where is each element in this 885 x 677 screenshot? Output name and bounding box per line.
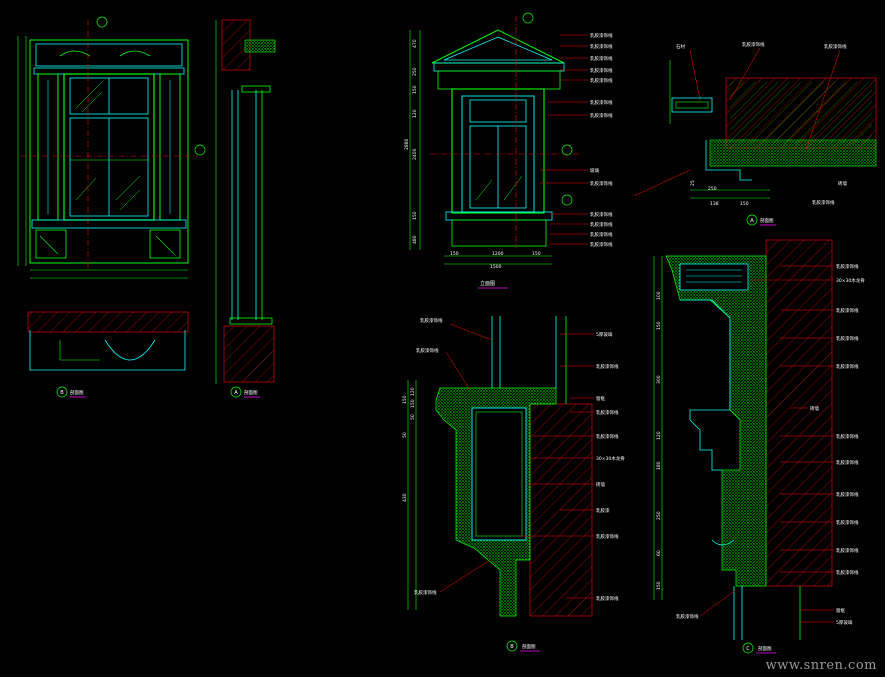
sc-dim-6: 60 [656,550,662,556]
sb-r-2: 窗框 [596,395,605,402]
section-c-marker: C [746,646,750,652]
da-l-3: 砖墙 [838,180,847,187]
da-dim-3: 25 [690,180,696,186]
sc-r-4: 乳胶漆饰线 [836,363,859,370]
pl-8: 乳胶漆饰线 [590,180,613,187]
pd-v-6: 480 [412,235,418,244]
pl-5: 乳胶漆饰线 [590,99,613,106]
sc-r-3: 乳胶漆饰线 [836,335,859,342]
sc-r-6: 乳胶漆饰线 [836,433,859,440]
pd-h-3: 1500 [490,264,502,270]
left-window-elevation [17,16,206,279]
sc-r-7: 乳胶漆饰线 [836,459,859,466]
pl-0: 乳胶漆饰线 [590,32,613,39]
sb-r-1: 乳胶漆饰线 [596,363,619,370]
section-b: 50 50 150 120 150 430 5厚玻璃 乳胶漆饰线 窗框 乳胶漆饰… [402,316,625,652]
pl-6: 乳胶漆饰线 [590,112,613,119]
sb-r-6: 砖墙 [596,481,605,488]
sc-r-13: 5厚玻璃 [836,619,853,626]
da-l-0: 石材 [676,43,685,50]
pd-v-2: 150 [412,85,418,94]
sb-r-9: 乳胶漆饰线 [596,595,619,602]
pl-2: 乳胶漆饰线 [590,55,613,62]
pl-9: 乳胶漆饰线 [590,211,613,218]
sb-r-4: 乳胶漆饰线 [596,433,619,440]
sc-dim-7: 150 [656,581,662,590]
pediment-vertical-dims: 470 250 150 2880 2400 150 480 120 [404,39,418,244]
pd-v-0: 470 [412,39,418,48]
sc-l-0: 乳胶漆饰线 [676,613,699,620]
sc-r-10: 乳胶漆饰线 [836,547,859,554]
sc-r-9: 乳胶漆饰线 [836,519,859,526]
pl-3: 乳胶漆饰线 [590,67,613,74]
detail-a-marker: A [750,218,754,224]
elevation-title: 立面图 [480,280,495,287]
sb-r-8: 乳胶漆饰线 [596,533,619,540]
pd-h-0: 150 [450,251,459,257]
da-l-4: 乳胶漆饰线 [812,199,835,206]
sb-r-3: 乳胶漆饰线 [596,409,619,416]
sc-dim-0: 100 [656,291,662,300]
section-c: 100 150 300 120 180 250 60 150 乳胶漆饰线 30×… [653,239,865,654]
sc-r-11: 乳胶漆饰线 [836,569,859,576]
sb-r-0: 5厚玻璃 [596,331,613,338]
da-dim-1: 150 [740,201,749,207]
da-dim-2: 250 [708,186,717,192]
plan-left-marker: B [60,390,64,396]
sb-r-5: 30×30木龙骨 [596,455,625,462]
pl-11: 乳胶漆饰线 [590,231,613,238]
sb-dim-3: 120 [410,387,416,396]
pediment-horizontal-dims: 150 1200 150 1500 [450,251,541,270]
sc-r-2: 乳胶漆饰线 [836,307,859,314]
section-b-marker: B [510,644,514,650]
detail-a: 138 150 250 25 石材 乳胶漆饰线 乳胶漆饰线 砖墙 乳胶漆饰线 A… [633,41,877,226]
pl-12: 乳胶漆饰线 [590,241,613,248]
sc-r-1: 30×30木龙骨 [836,277,865,284]
sc-r-8: 乳胶漆饰线 [836,491,859,498]
pd-v-5: 150 [412,211,418,220]
sc-dim-4: 180 [656,461,662,470]
sb-dim-4: 150 [402,395,408,404]
sc-r-12: 窗框 [836,607,845,614]
pl-4: 乳胶漆饰线 [590,77,613,84]
sb-dim-2: 150 [410,399,416,408]
pd-h-1: 1200 [492,251,504,257]
da-l-2: 乳胶漆饰线 [824,43,847,50]
plan-left-title: 剖面图 [70,389,84,396]
sb-dim-0: 50 [402,432,408,438]
sc-dim-5: 250 [656,511,662,520]
sb-dim-1: 50 [410,414,416,420]
pd-v-4: 2400 [412,148,418,160]
pd-v-3: 2880 [404,138,410,150]
pl-10: 乳胶漆饰线 [590,221,613,228]
detail-a-title: 剖面图 [760,217,774,224]
left-plan-detail: B 剖面图 [27,311,189,398]
pd-h-2: 150 [532,251,541,257]
sc-dim-1: 150 [656,321,662,330]
section-c-title: 剖面图 [758,645,772,652]
left-vertical-section: A 剖面图 [215,19,276,398]
pl-7: 玻璃 [590,167,599,174]
sc-dim-3: 120 [656,431,662,440]
da-l-1: 乳胶漆饰线 [742,41,765,48]
section-left-title: 剖面图 [244,389,258,396]
watermark: www.snren.com [765,658,877,673]
pd-v-7: 120 [412,109,418,118]
pediment-leaders: 乳胶漆饰线 乳胶漆饰线 乳胶漆饰线 乳胶漆饰线 乳胶漆饰线 乳胶漆饰线 乳胶漆饰… [540,32,613,248]
sc-r-0: 乳胶漆饰线 [836,263,859,270]
sc-dim-2: 300 [656,375,662,384]
sb-l-2: 乳胶漆饰线 [414,589,437,596]
section-b-title: 剖面图 [522,643,536,650]
sb-dim-5: 430 [402,493,408,502]
pd-v-1: 250 [412,67,418,76]
section-left-marker: A [234,390,238,396]
sb-l-0: 乳胶漆饰线 [420,317,443,324]
pl-1: 乳胶漆饰线 [590,43,613,50]
sc-r-5: 砖墙 [810,405,819,412]
sb-l-1: 乳胶漆饰线 [416,347,439,354]
da-dim-0: 138 [710,201,719,207]
sb-r-7: 乳胶漆 [596,507,610,514]
pediment-elevation: 立面图 [409,12,580,289]
